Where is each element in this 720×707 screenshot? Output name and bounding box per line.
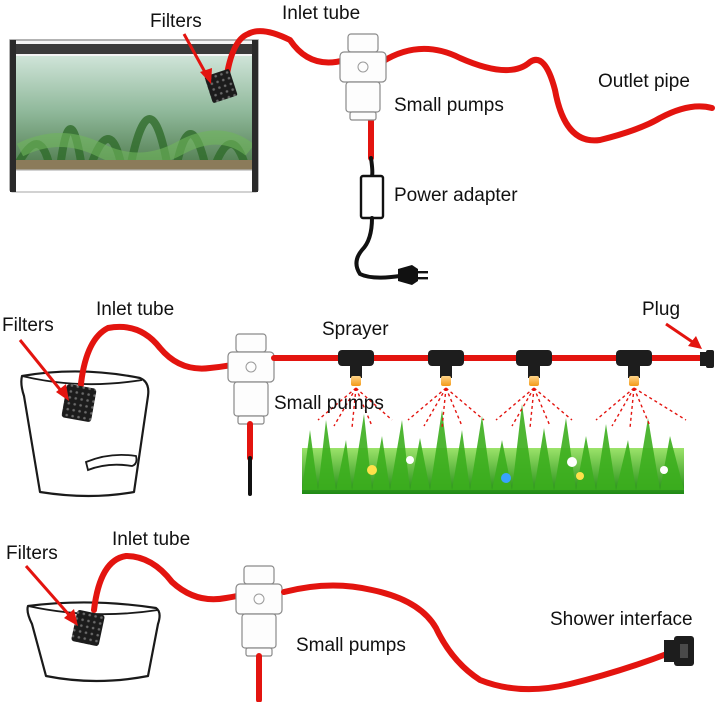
sprayer-icon [338, 350, 374, 386]
inlet-tube-bottom [91, 553, 249, 613]
filters-arrow-bottom [24, 565, 78, 626]
panel-middle [18, 322, 714, 498]
shower-interface-label: Shower interface [550, 609, 693, 630]
plug-icon [398, 265, 428, 285]
adapter-cord-top [354, 216, 402, 280]
shower-connector-icon [664, 636, 694, 666]
pump-icon [339, 33, 387, 121]
pump-icon-bottom [235, 565, 283, 657]
filters-label-bottom: Filters [6, 543, 58, 564]
panel-top [9, 28, 715, 285]
plug-arrow [665, 322, 702, 349]
filter-icon [204, 69, 238, 103]
sprayer-icon [428, 350, 464, 386]
inlet-tube-label-top: Inlet tube [282, 3, 361, 24]
small-pumps-label-top: Small pumps [394, 95, 504, 116]
plug-label: Plug [642, 299, 681, 320]
sprayer-icon [516, 350, 552, 386]
spray-mist [317, 387, 687, 429]
inlet-tube-label-bottom: Inlet tube [112, 529, 191, 550]
small-pumps-label-bottom: Small pumps [296, 635, 406, 656]
pump-icon-middle [227, 333, 275, 425]
sprayer-label: Sprayer [322, 319, 389, 340]
filters-label-middle: Filters [2, 315, 54, 336]
sprayer-icon [616, 350, 652, 386]
filters-arrow-top [182, 33, 212, 84]
aquarium-icon [9, 39, 259, 193]
outlet-pipe-top [379, 46, 715, 144]
inlet-tube-middle [77, 324, 249, 397]
small-pumps-label-middle: Small pumps [274, 393, 384, 414]
power-adapter-icon [359, 174, 385, 220]
adapter-cable-top [369, 156, 375, 178]
grass-icon [302, 404, 684, 494]
filter-icon-bottom [71, 609, 105, 647]
power-adapter-label: Power adapter [394, 185, 518, 206]
filter-icon-middle [61, 384, 97, 422]
inlet-tube-label-middle: Inlet tube [96, 299, 175, 320]
outlet-pipe-label: Outlet pipe [598, 71, 690, 92]
filters-arrow-middle [18, 339, 69, 401]
shower-hose [281, 582, 675, 693]
panel-bottom [24, 553, 694, 703]
filters-label-top: Filters [150, 11, 202, 32]
end-plug-icon [700, 350, 714, 368]
